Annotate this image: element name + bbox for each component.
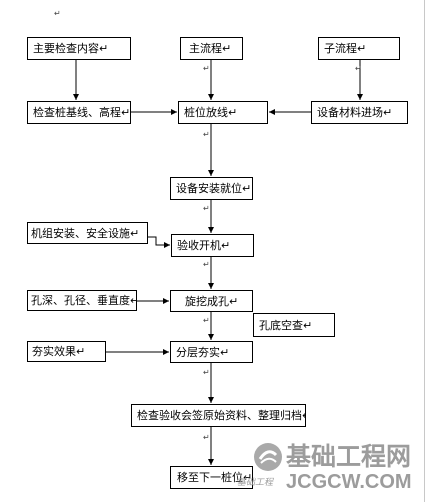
node-label: 孔深、孔径、垂直度↵ (31, 294, 137, 307)
node-rotary-drilling: 旋挖成孔↵ (170, 290, 253, 312)
node-label: 移至下一桩位↵ (177, 471, 253, 484)
node-accept-start: 验收开机↵ (171, 234, 254, 257)
paragraph-mark: ↵ (203, 433, 210, 442)
node-hole-bottom-check: 孔底空查↵ (253, 313, 335, 337)
arrow-unit-install-to-accept (148, 236, 170, 248)
node-label: 验收开机↵ (177, 239, 231, 252)
paragraph-mark: ↵ (203, 316, 210, 325)
node-label: 机组安装、安全设施↵ (31, 226, 140, 240)
paragraph-mark: ↵ (203, 260, 210, 269)
node-main-flow: 主流程↵ (180, 37, 243, 60)
node-label: 检查验收会签原始资料、整理归档↵ (137, 409, 306, 422)
node-equipment-in-place: 设备安装就位↵ (170, 177, 253, 200)
node-label: 设备材料进场↵ (317, 106, 393, 119)
node-next-pile: 移至下一桩位↵ (170, 466, 253, 489)
node-label: 主流程↵ (189, 42, 232, 55)
node-label: 检查桩基线、高程↵ (33, 106, 131, 119)
paragraph-mark: ↵ (54, 9, 61, 18)
paragraph-mark: ↵ (203, 130, 210, 139)
node-label: 设备安装就位↵ (176, 182, 252, 195)
node-label: 主要检查内容↵ (33, 42, 109, 55)
node-label: 旋挖成孔↵ (185, 294, 239, 308)
paragraph-mark: ↵ (203, 368, 210, 377)
paragraph-mark: ↵ (203, 64, 210, 73)
watermark-site-name: 基础工程网 (286, 442, 412, 471)
node-label: 夯实效果↵ (32, 345, 86, 358)
node-materials-entry: 设备材料进场↵ (311, 101, 408, 124)
node-label: 孔底空查↵ (259, 318, 313, 332)
node-hole-parameters: 孔深、孔径、垂直度↵ (27, 290, 137, 311)
paragraph-mark: ↵ (203, 204, 210, 213)
node-main-check-items: 主要检查内容↵ (27, 37, 131, 60)
watermark-small-signature: 基础工程 (237, 478, 274, 488)
node-label: 子流程↵ (324, 42, 367, 55)
node-compaction-effect: 夯实效果↵ (27, 341, 106, 362)
watermark-logo-icon (254, 443, 282, 471)
watermark-domain: JCGCW.COM (286, 471, 412, 493)
node-pile-layout: 桩位放线↵ (178, 101, 268, 124)
node-inspection-archive: 检查验收会签原始资料、整理归档↵ (131, 404, 306, 427)
node-unit-install-safety: 机组安装、安全设施↵ (27, 222, 148, 244)
node-label: 桩位放线↵ (184, 106, 238, 119)
page-right-border (424, 0, 425, 502)
paragraph-mark: ↵ (355, 64, 362, 73)
node-check-pile-baseline: 检查桩基线、高程↵ (27, 101, 131, 124)
node-sub-flow: 子流程↵ (318, 37, 400, 60)
node-layered-compaction: 分层夯实↵ (170, 341, 253, 363)
node-label: 分层夯实↵ (176, 345, 230, 359)
